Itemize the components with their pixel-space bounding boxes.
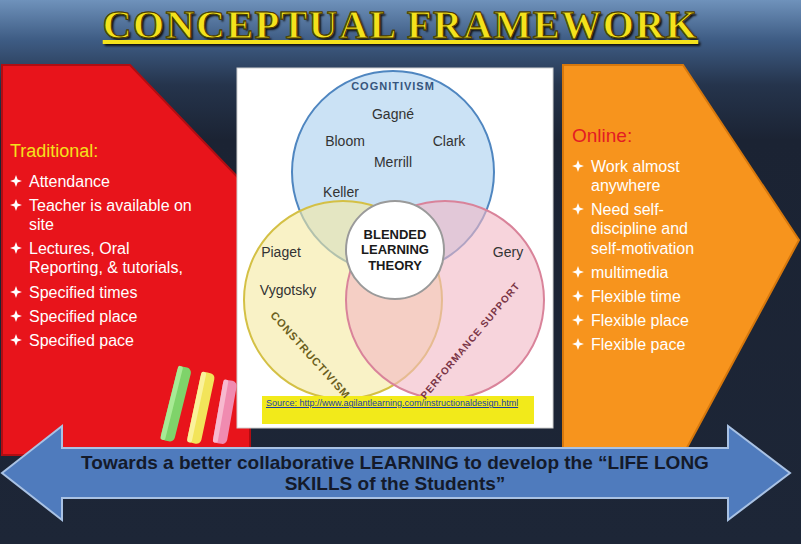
traditional-arrow: Traditional: AttendanceTeacher is availab… xyxy=(0,65,265,455)
theorist-name: Gery xyxy=(493,244,523,260)
node-text: BLENDED LEARNING THEORY xyxy=(355,227,435,274)
list-item: Lectures, Oral Reporting, & tutorials, xyxy=(29,239,199,277)
chalk-sticks xyxy=(160,365,237,444)
bullet-symbol xyxy=(10,242,22,254)
theorist-name: Bloom xyxy=(325,133,365,149)
theorist-name: Piaget xyxy=(261,244,301,260)
node-text: Towards a better collaborative LEARNING … xyxy=(75,452,715,495)
list-item: multimedia xyxy=(591,263,722,282)
source-box: Source: http://www.agilantlearning.com/i… xyxy=(262,396,534,424)
bullet-symbol xyxy=(572,160,584,172)
center-circle: BLENDED LEARNING THEORY xyxy=(345,200,445,300)
bullet-symbol xyxy=(10,199,22,211)
list-heading: Traditional: xyxy=(10,141,98,163)
bullet-symbol xyxy=(572,338,584,350)
list-item: Teacher is available on site xyxy=(29,196,199,234)
page-title: CONCEPTUAL FRAMEWORK xyxy=(0,1,801,48)
list-item: Flexible pace xyxy=(591,335,722,354)
list-item: Flexible place xyxy=(591,311,722,330)
banner-arrow: Towards a better collaborative LEARNING … xyxy=(0,424,792,522)
list-item: Flexible time xyxy=(591,287,722,306)
list-item: Work almost anywhere xyxy=(591,157,722,195)
bullet-symbol xyxy=(10,286,22,298)
list-item: Specified times xyxy=(29,283,199,302)
theorist-name: Gagné xyxy=(372,106,414,122)
list-item: Specified pace xyxy=(29,331,199,350)
bullet-symbol xyxy=(572,266,584,278)
image-panel xyxy=(237,68,553,428)
bullet-symbol xyxy=(572,290,584,302)
theorist-name: Keller xyxy=(323,184,359,200)
bullet-symbol xyxy=(572,203,584,215)
source-note: Source: http://www.agilantlearning.com/i… xyxy=(266,398,530,409)
theory-name: COGNITIVISM xyxy=(351,80,435,92)
list-item: Specified place xyxy=(29,307,199,326)
theorist-name: Vygotsky xyxy=(260,282,316,298)
theorist-name: Merrill xyxy=(374,154,412,170)
bullet-symbol xyxy=(10,175,22,187)
list-item: Attendance xyxy=(29,172,199,191)
list-item: Need self-discipline and self-motivation xyxy=(591,200,722,258)
bullet-symbol xyxy=(10,334,22,346)
online-arrow-outline xyxy=(563,65,801,455)
list-heading: Online: xyxy=(572,125,632,148)
bullet-symbol xyxy=(10,310,22,322)
online-arrow: Online: Work almost anywhereNeed self-dis… xyxy=(563,65,801,455)
bullet-symbol xyxy=(572,314,584,326)
theorist-name: Clark xyxy=(433,133,466,149)
